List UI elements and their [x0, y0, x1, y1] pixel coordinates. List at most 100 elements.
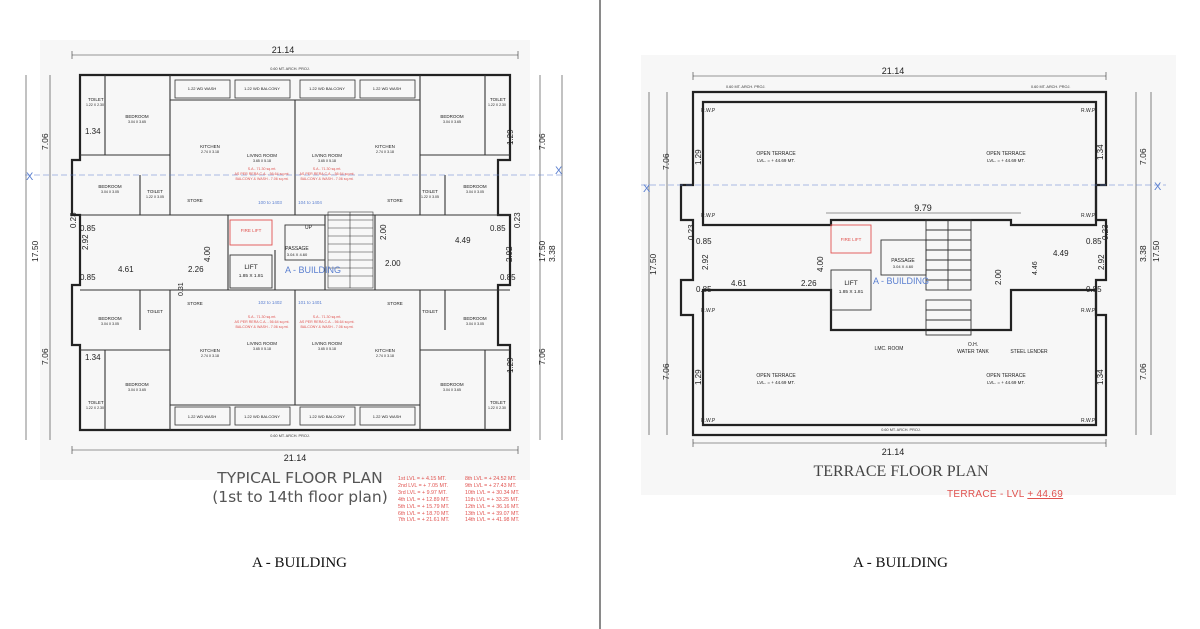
open-terrace-tr-lvl: LVL. = + 44.69 MT. — [987, 158, 1025, 163]
dim-right-top: 7.06 — [537, 133, 547, 150]
terrace-dim-085-c: 0.85 — [696, 285, 712, 294]
typical-plan-title-line1: TYPICAL FLOOR PLAN — [217, 469, 383, 487]
open-terrace-tl: OPEN TERRACE — [756, 151, 796, 157]
rwp-bl: R.W.P — [701, 418, 716, 424]
rwp-tl: R.W.P — [701, 108, 716, 114]
toilet-mid-bot-right: TOILET — [422, 309, 438, 314]
dim-085-d: 0.85 — [500, 273, 516, 282]
up-label: UP — [305, 225, 313, 231]
living-top-left-size: 3.65 X 5.18 — [253, 159, 271, 163]
wash-top-right: 1.22 WD WASH — [373, 86, 402, 91]
terrace-dim-left-overall: 17.50 — [648, 253, 658, 275]
wash-bot-right: 1.22 WD WASH — [373, 414, 402, 419]
kitchen-top-right: KITCHEN — [375, 144, 395, 149]
toilet-top-left-size: 1.22 X 2.30 — [86, 103, 104, 107]
terrace-lift: LIFT — [844, 280, 857, 287]
kitchen-top-right-size: 2.74 X 3.18 — [376, 150, 394, 154]
area-note-top-5: AS PER RERA C.A. - 56.64 sq.mt. — [300, 172, 355, 176]
dim-left-overall: 17.50 — [30, 240, 40, 262]
passage-label: PASSAGE — [285, 246, 309, 252]
proj-bottom: 0.60 MT. ARCH. PROJ. — [881, 428, 920, 432]
area-note-bot-3: BALCONY & WASH - 7.06 sq.mt. — [235, 325, 288, 329]
open-terrace-bl: OPEN TERRACE — [756, 373, 796, 379]
toilet-bot-left: TOILET — [88, 400, 104, 405]
area-note-top-4: S.A - 71.30 sq.mt. — [313, 167, 342, 171]
terrace-level-label: TERRACE - LVL — [947, 489, 1025, 500]
bedroom-top-left-size: 3.04 X 3.65 — [128, 120, 146, 124]
terrace-dim-left-bottom: 7.06 — [661, 363, 671, 380]
dim-200: 2.00 — [385, 259, 401, 268]
terrace-level: TERRACE - LVL + 44.69 — [947, 489, 1063, 500]
dim-085-b: 0.85 — [490, 224, 506, 233]
typical-plan-title-line2: (1st to 14th floor plan) — [212, 488, 388, 506]
oh-tank-2: WATER TANK — [957, 349, 989, 355]
living-bot-right: LIVING ROOM — [312, 341, 342, 346]
terrace-dim-292-r: 2.92 — [1097, 254, 1106, 270]
terrace-dim-400: 4.00 — [816, 256, 825, 272]
living-top-right-size: 3.65 X 5.18 — [318, 159, 336, 163]
bottom-proj-label: 0.60 MT. ARCH. PROJ. — [270, 434, 309, 438]
open-terrace-tl-lvl: LVL. = + 44.69 MT. — [757, 158, 795, 163]
passage-size: 3.04 X 4.60 — [287, 252, 308, 257]
terrace-dim-449: 4.49 — [1053, 249, 1069, 258]
flat-range-d: 101 to 1401 — [298, 300, 322, 305]
toilet-mid-right: TOILET — [422, 189, 438, 194]
bedroom-mid-bot-left: BEDROOM — [98, 316, 122, 321]
toilet-mid-bot-left: TOILET — [147, 309, 163, 314]
typical-floor-plan-drawing: 21.14 21.14 0.60 MT. ARCH. PROJ. 0.60 MT… — [25, 40, 565, 480]
terrace-dim-023-b: 0.23 — [1101, 224, 1110, 240]
proj-tl: 0.60 MT. ARCH. PROJ. — [726, 85, 765, 89]
dim-134-b: 1.34 — [85, 353, 101, 362]
area-note-top-2: AS PER RERA C.A. - 56.64 sq.mt. — [235, 172, 290, 176]
open-terrace-br: OPEN TERRACE — [986, 373, 1026, 379]
floor-level: 5th LVL = + 15.79 MT. — [398, 503, 450, 510]
terrace-fire-lift: FIRE LIFT — [841, 237, 862, 242]
terrace-passage-size: 3.04 X 4.60 — [893, 264, 914, 269]
dim-031: 0.31 — [178, 282, 185, 296]
area-note-top-1: S.A - 71.30 sq.mt. — [248, 167, 277, 171]
terrace-dim-129-b: 1.29 — [694, 369, 703, 385]
terrace-lift-size: 1.85 X 1.81 — [839, 289, 864, 295]
dim-085-a: 0.85 — [80, 224, 96, 233]
bedroom-mid-bot-right-size: 3.04 X 3.05 — [466, 322, 484, 326]
floor-level: 3rd LVL = + 9.97 MT. — [398, 489, 447, 496]
flat-range-c: 102 to 1402 — [258, 300, 282, 305]
store-top-right: STORE — [387, 198, 402, 203]
terrace-section-left: X — [643, 183, 651, 195]
staircase — [327, 211, 374, 289]
kitchen-bot-right: KITCHEN — [375, 348, 395, 353]
terrace-dim-right-mid: 3.38 — [1138, 245, 1148, 262]
bedroom-bot-left-size: 3.04 X 3.65 — [128, 388, 146, 392]
terrace-building-label: A - BUILDING — [873, 276, 929, 286]
floor-level: 12th LVL = + 36.16 MT. — [465, 503, 520, 510]
proj-tr: 0.60 MT. ARCH. PROJ. — [1031, 85, 1070, 89]
terrace-dim-446: 4.46 — [1032, 261, 1039, 275]
overall-width-top: 21.14 — [272, 45, 295, 55]
top-proj-label: 0.60 MT. ARCH. PROJ. — [270, 67, 309, 71]
dim-023-a: 0.23 — [69, 212, 78, 228]
dim-right-overall: 17.50 — [537, 240, 547, 262]
fire-lift-label: FIRE LIFT — [241, 228, 262, 233]
dim-461: 4.61 — [118, 265, 134, 274]
kitchen-bot-left: KITCHEN — [200, 348, 220, 353]
panel-divider — [599, 0, 601, 629]
terrace-dim-292-l: 2.92 — [701, 254, 710, 270]
living-top-left: LIVING ROOM — [247, 153, 277, 158]
area-note-bot-6: BALCONY & WASH - 7.06 sq.mt. — [300, 325, 353, 329]
typical-building-caption: A - BUILDING — [252, 555, 347, 571]
section-mark-right: X — [555, 165, 563, 177]
terrace-dim-085-b: 0.85 — [1086, 237, 1102, 246]
rwp-ml: R.W.P — [701, 213, 716, 219]
wash-bot-left: 1.22 WD WASH — [188, 414, 217, 419]
store-bottom-left: STORE — [187, 301, 202, 306]
toilet-mid-left: TOILET — [147, 189, 163, 194]
toilet-top-right: TOILET — [490, 97, 506, 102]
dim-226: 2.26 — [188, 265, 204, 274]
area-note-bot-5: AS PER RERA C.A. - 56.64 sq.mt. — [300, 320, 355, 324]
floor-level: 8th LVL = + 24.52 MT. — [465, 476, 517, 482]
dim-400: 4.00 — [203, 246, 212, 262]
terrace-section-right: X — [1154, 181, 1162, 193]
living-bot-left-size: 3.65 X 5.18 — [253, 347, 271, 351]
balcony-bot-right: 1.22 WD BALCONY — [309, 414, 345, 419]
bedroom-top-left: BEDROOM — [125, 114, 149, 119]
